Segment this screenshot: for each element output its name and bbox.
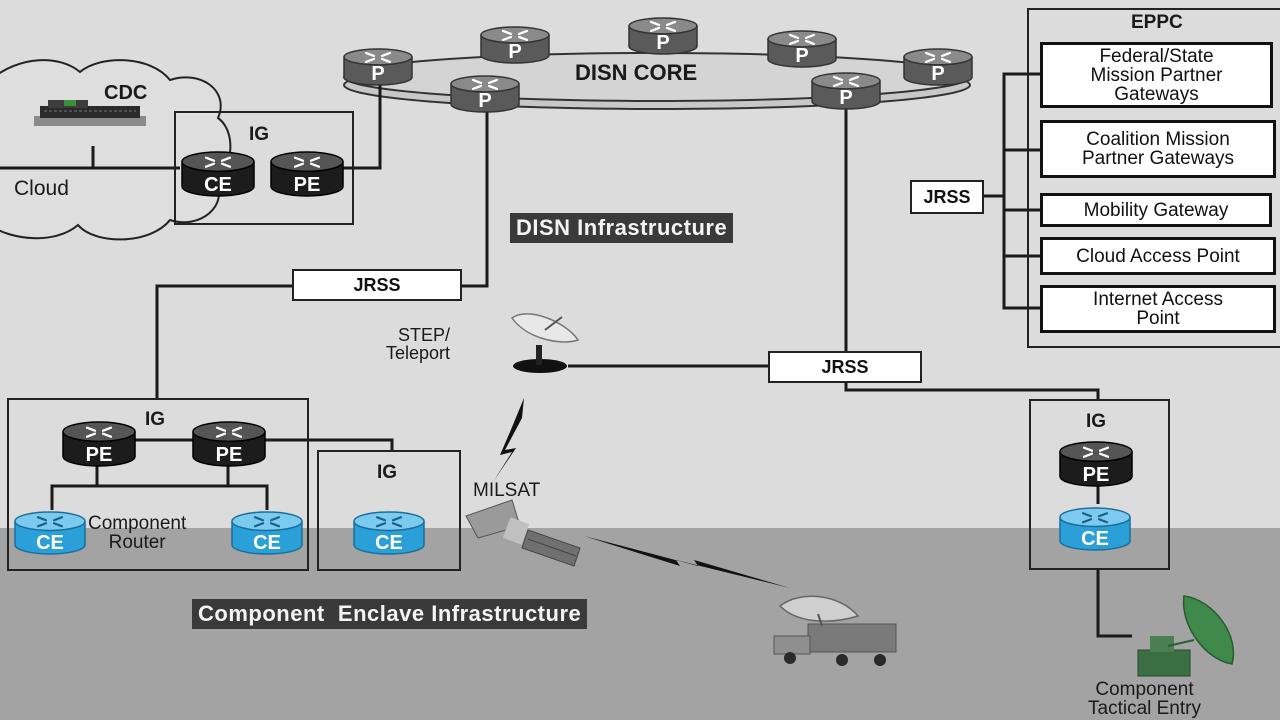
jrss-left-box: JRSS (292, 269, 462, 301)
svg-text:CE: CE (375, 532, 403, 554)
left-ig-ce-router-2: CE (231, 511, 303, 555)
left-ig-ce-router-2-icon: CE (231, 511, 303, 555)
core-router-3-icon: P (628, 17, 698, 55)
svg-text:P: P (839, 87, 852, 109)
core-router-5-icon: P (903, 48, 973, 86)
svg-text:P: P (656, 32, 669, 54)
core-router-1-icon: P (343, 48, 413, 86)
left-ig-pe-router-2-icon: PE (192, 421, 266, 467)
top-ig-pe-router-icon: PE (270, 151, 344, 197)
svg-text:PE: PE (1083, 464, 1110, 486)
core-router-7-icon: P (811, 72, 881, 110)
eppc-federal-state-gateways: Federal/State Mission Partner Gateways (1040, 42, 1273, 108)
core-router-5: P (903, 48, 973, 86)
middle-ig-box (317, 450, 461, 571)
svg-text:PE: PE (216, 444, 243, 466)
top-ig-label: IG (249, 124, 270, 145)
core-router-2: P (480, 26, 550, 64)
eppc-cloud-access-point: Cloud Access Point (1040, 237, 1276, 275)
middle-ig-ce-router-icon: CE (353, 511, 425, 555)
core-router-6: P (450, 75, 520, 113)
top-ig-box (174, 111, 354, 225)
core-router-6-icon: P (450, 75, 520, 113)
left-ig-pe-router-2: PE (192, 421, 266, 467)
right-ig-box (1029, 399, 1170, 570)
eppc-internet-access-point: Internet Access Point (1040, 285, 1276, 333)
middle-ig-label: IG (377, 462, 398, 483)
right-ig-pe-router-icon: PE (1059, 441, 1133, 487)
right-ig-label: IG (1086, 411, 1107, 432)
component-tactical-entry-label: Component Tactical Entry (1088, 679, 1201, 719)
jrss-right-box: JRSS (768, 351, 922, 383)
component-enclave-title: Component Enclave Infrastructure (192, 599, 588, 629)
top-ig-ce-router: CE (181, 151, 255, 197)
milsat-label: MILSAT (473, 480, 541, 501)
svg-text:P: P (795, 45, 808, 67)
disn-infrastructure-title: DISN Infrastructure (510, 213, 734, 243)
svg-text:PE: PE (86, 444, 113, 466)
step-teleport-label: STEP/ Teleport (386, 325, 451, 363)
disn-core-label: DISN CORE (575, 60, 698, 85)
core-router-2-icon: P (480, 26, 550, 64)
eppc-title: EPPC (1131, 12, 1183, 33)
eppc-mobility-gateway: Mobility Gateway (1040, 193, 1272, 227)
svg-text:P: P (371, 63, 384, 85)
left-ig-ce-router-1: CE (14, 511, 86, 555)
svg-text:PE: PE (294, 174, 321, 196)
left-ig-pe-router-1: PE (62, 421, 136, 467)
svg-text:P: P (478, 90, 491, 112)
cdc-title: CDC (104, 82, 148, 104)
left-ig-ce-router-1-icon: CE (14, 511, 86, 555)
left-ig-box (7, 398, 309, 571)
right-ig-ce-router-icon: CE (1059, 507, 1131, 551)
right-ig-ce-router: CE (1059, 507, 1131, 551)
middle-ig-ce-router: CE (353, 511, 425, 555)
svg-text:CE: CE (253, 532, 281, 554)
core-router-3: P (628, 17, 698, 55)
jrss-eppc-box: JRSS (910, 180, 984, 214)
svg-text:CE: CE (204, 174, 232, 196)
svg-text:P: P (508, 41, 521, 63)
eppc-coalition-gateways: Coalition Mission Partner Gateways (1040, 120, 1276, 178)
svg-text:P: P (931, 63, 944, 85)
component-router-label: Component Router (88, 513, 187, 553)
cloud-label: Cloud (14, 177, 69, 200)
top-ig-pe-router: PE (270, 151, 344, 197)
top-ig-ce-router-icon: CE (181, 151, 255, 197)
core-router-1: P (343, 48, 413, 86)
core-router-4: P (767, 30, 837, 68)
eppc-box (1027, 8, 1280, 348)
right-ig-pe-router: PE (1059, 441, 1133, 487)
core-router-7: P (811, 72, 881, 110)
left-ig-label: IG (145, 409, 166, 430)
svg-text:CE: CE (36, 532, 64, 554)
svg-text:CE: CE (1081, 528, 1109, 550)
core-router-4-icon: P (767, 30, 837, 68)
left-ig-pe-router-1-icon: PE (62, 421, 136, 467)
